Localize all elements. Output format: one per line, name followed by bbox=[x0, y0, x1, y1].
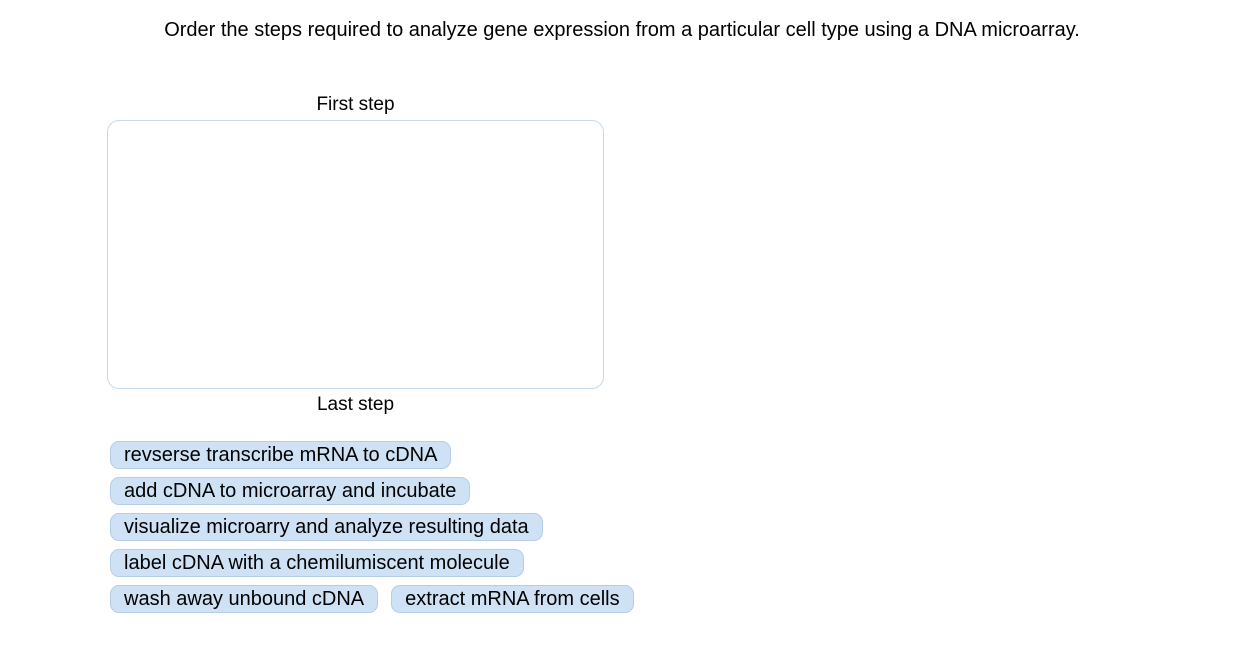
first-step-label: First step bbox=[316, 94, 395, 115]
answer-drop-zone[interactable] bbox=[107, 120, 604, 389]
choice-chip[interactable]: label cDNA with a chemilumiscent molecul… bbox=[110, 549, 524, 577]
choice-chip[interactable]: wash away unbound cDNA bbox=[110, 585, 379, 613]
question-prompt: Order the steps required to analyze gene… bbox=[164, 19, 1080, 41]
choice-chip[interactable]: extract mRNA from cells bbox=[391, 585, 634, 613]
choice-chip[interactable]: add cDNA to microarray and incubate bbox=[110, 477, 471, 505]
last-step-label: Last step bbox=[316, 394, 395, 415]
choice-chip[interactable]: revserse transcribe mRNA to cDNA bbox=[110, 441, 452, 469]
choice-bank: revserse transcribe mRNA to cDNA add cDNA… bbox=[110, 441, 710, 613]
choice-chip[interactable]: visualize microarry and analyze resultin… bbox=[110, 513, 543, 541]
